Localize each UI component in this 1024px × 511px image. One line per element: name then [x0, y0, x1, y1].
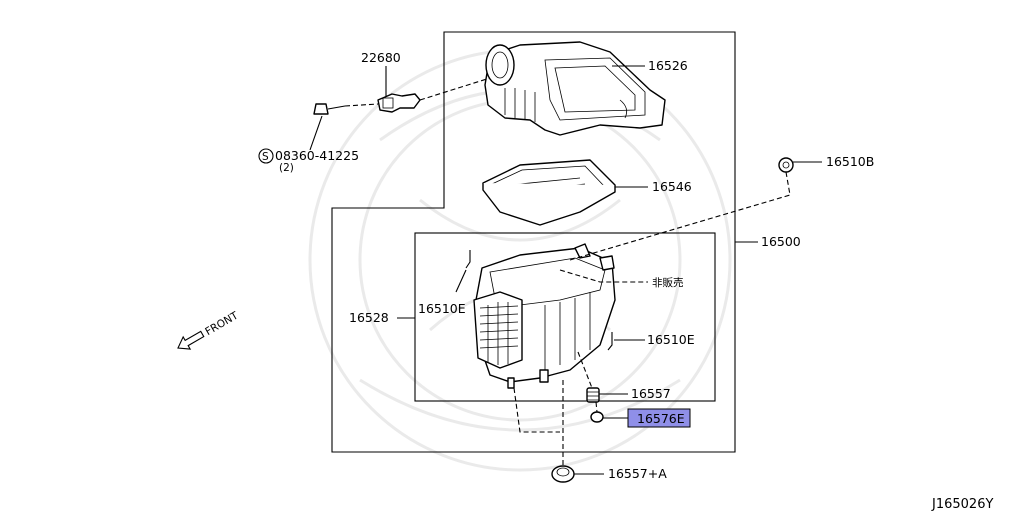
air-cleaner-lower-case — [465, 243, 616, 389]
grommet — [590, 411, 604, 423]
leader-not-for-sale — [559, 269, 648, 283]
filter-element — [482, 159, 616, 226]
arrow-front-icon: FRONT — [177, 309, 241, 350]
label-16510b[interactable]: 16510B — [826, 154, 874, 169]
front-label: FRONT — [203, 309, 241, 338]
label-16557[interactable]: 16557 — [631, 386, 671, 401]
leader-16510e-left — [455, 269, 467, 293]
label-16510e-left[interactable]: 16510E — [418, 301, 466, 316]
label-16557a[interactable]: 16557+A — [608, 466, 667, 481]
label-not-for-sale: 非販売 — [652, 276, 684, 289]
label-08360-qty: (2) — [279, 162, 294, 174]
assembly-frame-inner — [414, 232, 716, 402]
air-cleaner-cover — [484, 41, 666, 136]
S-circle-icon — [258, 148, 274, 164]
mount-rubber — [586, 387, 600, 403]
label-16510e-right[interactable]: 16510E — [647, 332, 695, 347]
leader-lower-case-mount — [513, 351, 598, 465]
label-08360-41225[interactable]: 08360-41225 — [275, 148, 359, 163]
assembly-frame-outer — [331, 31, 736, 453]
lower-mount — [551, 465, 575, 483]
label-16526[interactable]: 16526 — [648, 58, 688, 73]
airflow-sensor — [377, 93, 421, 113]
label-16546[interactable]: 16546 — [652, 179, 692, 194]
leader-screw-1 — [309, 115, 323, 151]
leader-16510b-dash — [569, 171, 791, 261]
diagram-code: J165026Y — [931, 497, 993, 511]
label-16500[interactable]: 16500 — [761, 234, 801, 249]
clip-16510b — [778, 157, 794, 173]
leader-sensor-to-cover — [419, 77, 491, 101]
S-circle-icon-letter: S — [262, 151, 269, 163]
label-16528[interactable]: 16528 — [349, 310, 389, 325]
leader-screw-2 — [344, 103, 379, 107]
label-16576e[interactable]: 16576E — [637, 411, 685, 426]
highlight-box-16576e — [627, 408, 691, 428]
label-22680[interactable]: 22680 — [361, 50, 401, 65]
screw — [313, 103, 346, 115]
